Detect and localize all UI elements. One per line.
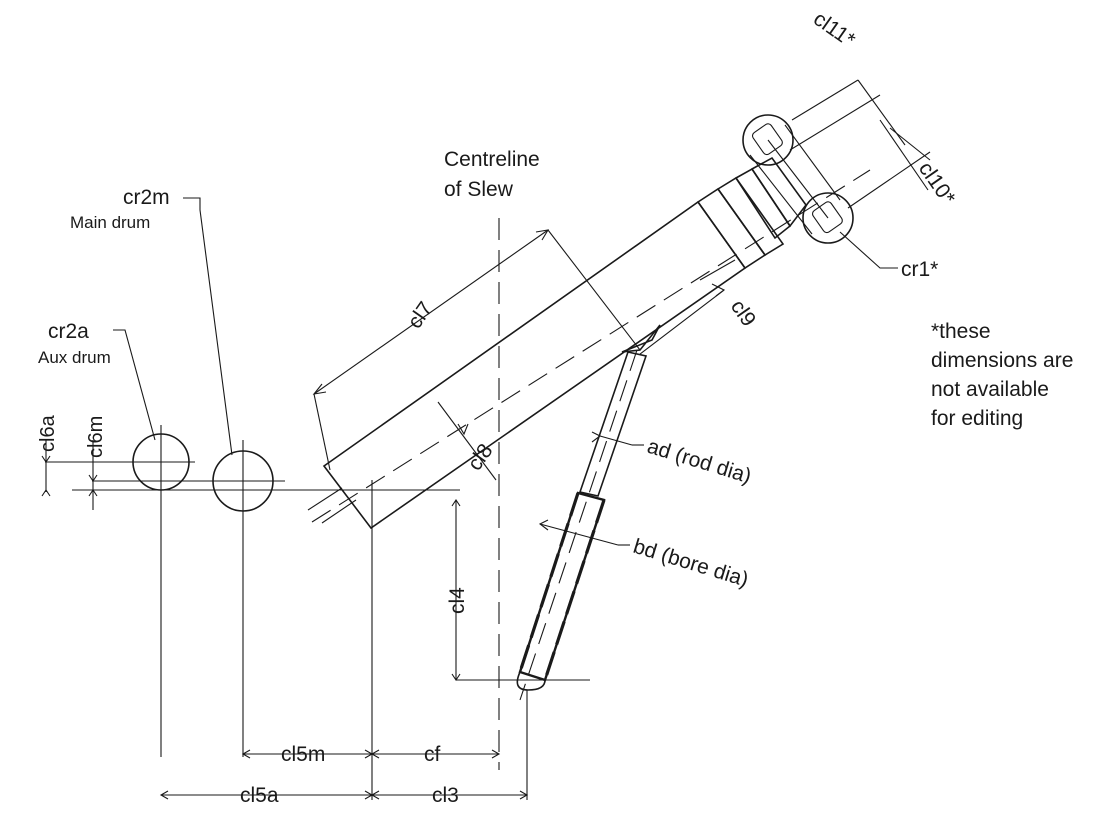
cf-dimension <box>370 749 501 759</box>
cl5m-label: cl5m <box>281 743 325 766</box>
cl10-dimension <box>847 119 931 209</box>
hoist-cylinder <box>516 324 661 701</box>
aux-drum <box>132 425 190 757</box>
sheave-link <box>767 139 829 219</box>
sheave-bottom <box>802 192 854 244</box>
note-line1: *these <box>931 320 991 343</box>
cl8-dimension <box>437 401 497 481</box>
cl10-label: cl10* <box>914 158 960 209</box>
cl6a-dimension <box>41 440 51 497</box>
cl6a-label: cl6a <box>37 414 59 452</box>
bd-dimension <box>538 519 630 546</box>
cl5a-label: cl5a <box>240 784 279 807</box>
cl4-label: cl4 <box>446 587 469 614</box>
cl9-dimension <box>639 259 736 355</box>
cr2m-label: cr2m <box>123 186 170 209</box>
cr2a-leader <box>113 329 156 441</box>
note-line2: dimensions are <box>931 349 1073 372</box>
cr1-label: cr1* <box>901 258 938 281</box>
cl11-dimension <box>789 79 906 151</box>
cl3-dimension <box>370 790 529 800</box>
centreline-label-line1: Centreline <box>444 148 540 171</box>
cl7-dimension <box>312 229 641 471</box>
boom <box>307 156 871 530</box>
main-drum <box>212 440 274 757</box>
cf-label: cf <box>424 743 441 766</box>
centreline-label-line2: of Slew <box>444 178 514 201</box>
aux-drum-label: Aux drum <box>38 348 111 367</box>
cl6m-dimension <box>88 440 98 510</box>
cl4-dimension <box>451 499 590 681</box>
cl3-label: cl3 <box>432 784 459 807</box>
cl11-label: cl11* <box>809 7 859 52</box>
cr2a-label: cr2a <box>48 320 89 343</box>
cl6m-label: cl6m <box>85 416 107 458</box>
cl8-label: cl8 <box>463 440 497 475</box>
note-line4: for editing <box>931 407 1023 430</box>
cl9-label: cl9 <box>726 296 760 331</box>
cr2m-leader <box>183 197 233 456</box>
ad-dimension <box>591 431 644 446</box>
cr1-leader <box>839 231 898 269</box>
main-drum-label: Main drum <box>70 213 150 232</box>
ad-label: ad (rod dia) <box>645 435 754 488</box>
bd-label: bd (bore dia) <box>631 535 752 592</box>
note-line3: not available <box>931 378 1049 401</box>
